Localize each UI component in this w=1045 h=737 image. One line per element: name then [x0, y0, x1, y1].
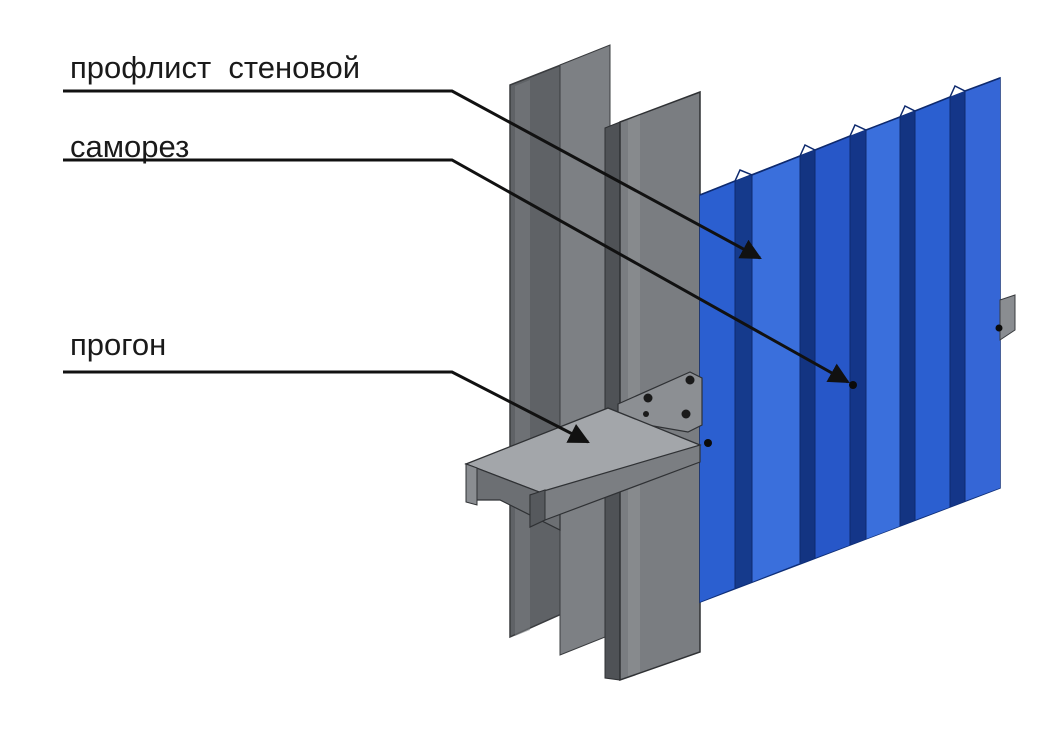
sheet-ribs: [700, 78, 1000, 602]
sheet-rib: [950, 91, 965, 507]
leader-wall-sheet: [63, 89, 762, 260]
sheet-rib: [915, 97, 950, 520]
leader-screw: [63, 158, 850, 384]
sheet-rib: [815, 136, 850, 558]
column-back-highlight: [515, 80, 530, 636]
purlin-bottom-lip: [529, 489, 546, 528]
screw-head: [849, 381, 857, 389]
column-web: [559, 44, 611, 656]
column-highlight: [628, 115, 640, 676]
callout-wall-sheet: профлист стеновой: [63, 50, 762, 260]
sheet-rib: [752, 156, 800, 582]
purlin-far-end: [999, 294, 1016, 341]
bracket-bolts: [643, 375, 695, 419]
sheet-rib: [850, 130, 866, 545]
label-wall-sheet: профлист стеновой: [70, 50, 360, 85]
label-screw: саморез: [70, 129, 189, 164]
column-front-flange-side: [604, 121, 621, 681]
leader-purlin: [63, 370, 590, 444]
sheet-rib: [735, 175, 752, 588]
label-purlin: прогон: [70, 327, 166, 362]
purlin-left-lip: [465, 463, 478, 506]
screw-head: [995, 324, 1003, 332]
purlin: [464, 294, 1016, 531]
sheet-rib: [965, 78, 1000, 501]
steel-column: [509, 44, 701, 682]
screw-head: [704, 439, 712, 447]
callout-screw: саморез: [63, 129, 850, 384]
sheet-rib: [900, 111, 915, 526]
callout-purlin: прогон: [63, 327, 590, 444]
sheet-rib: [800, 150, 815, 563]
sheet-rib: [866, 117, 900, 539]
sheet-top-edge: [699, 77, 1001, 196]
sheet-rib-edges: [734, 91, 966, 588]
profiled-wall-sheet: [699, 76, 1001, 604]
sheet-rib: [700, 181, 735, 602]
